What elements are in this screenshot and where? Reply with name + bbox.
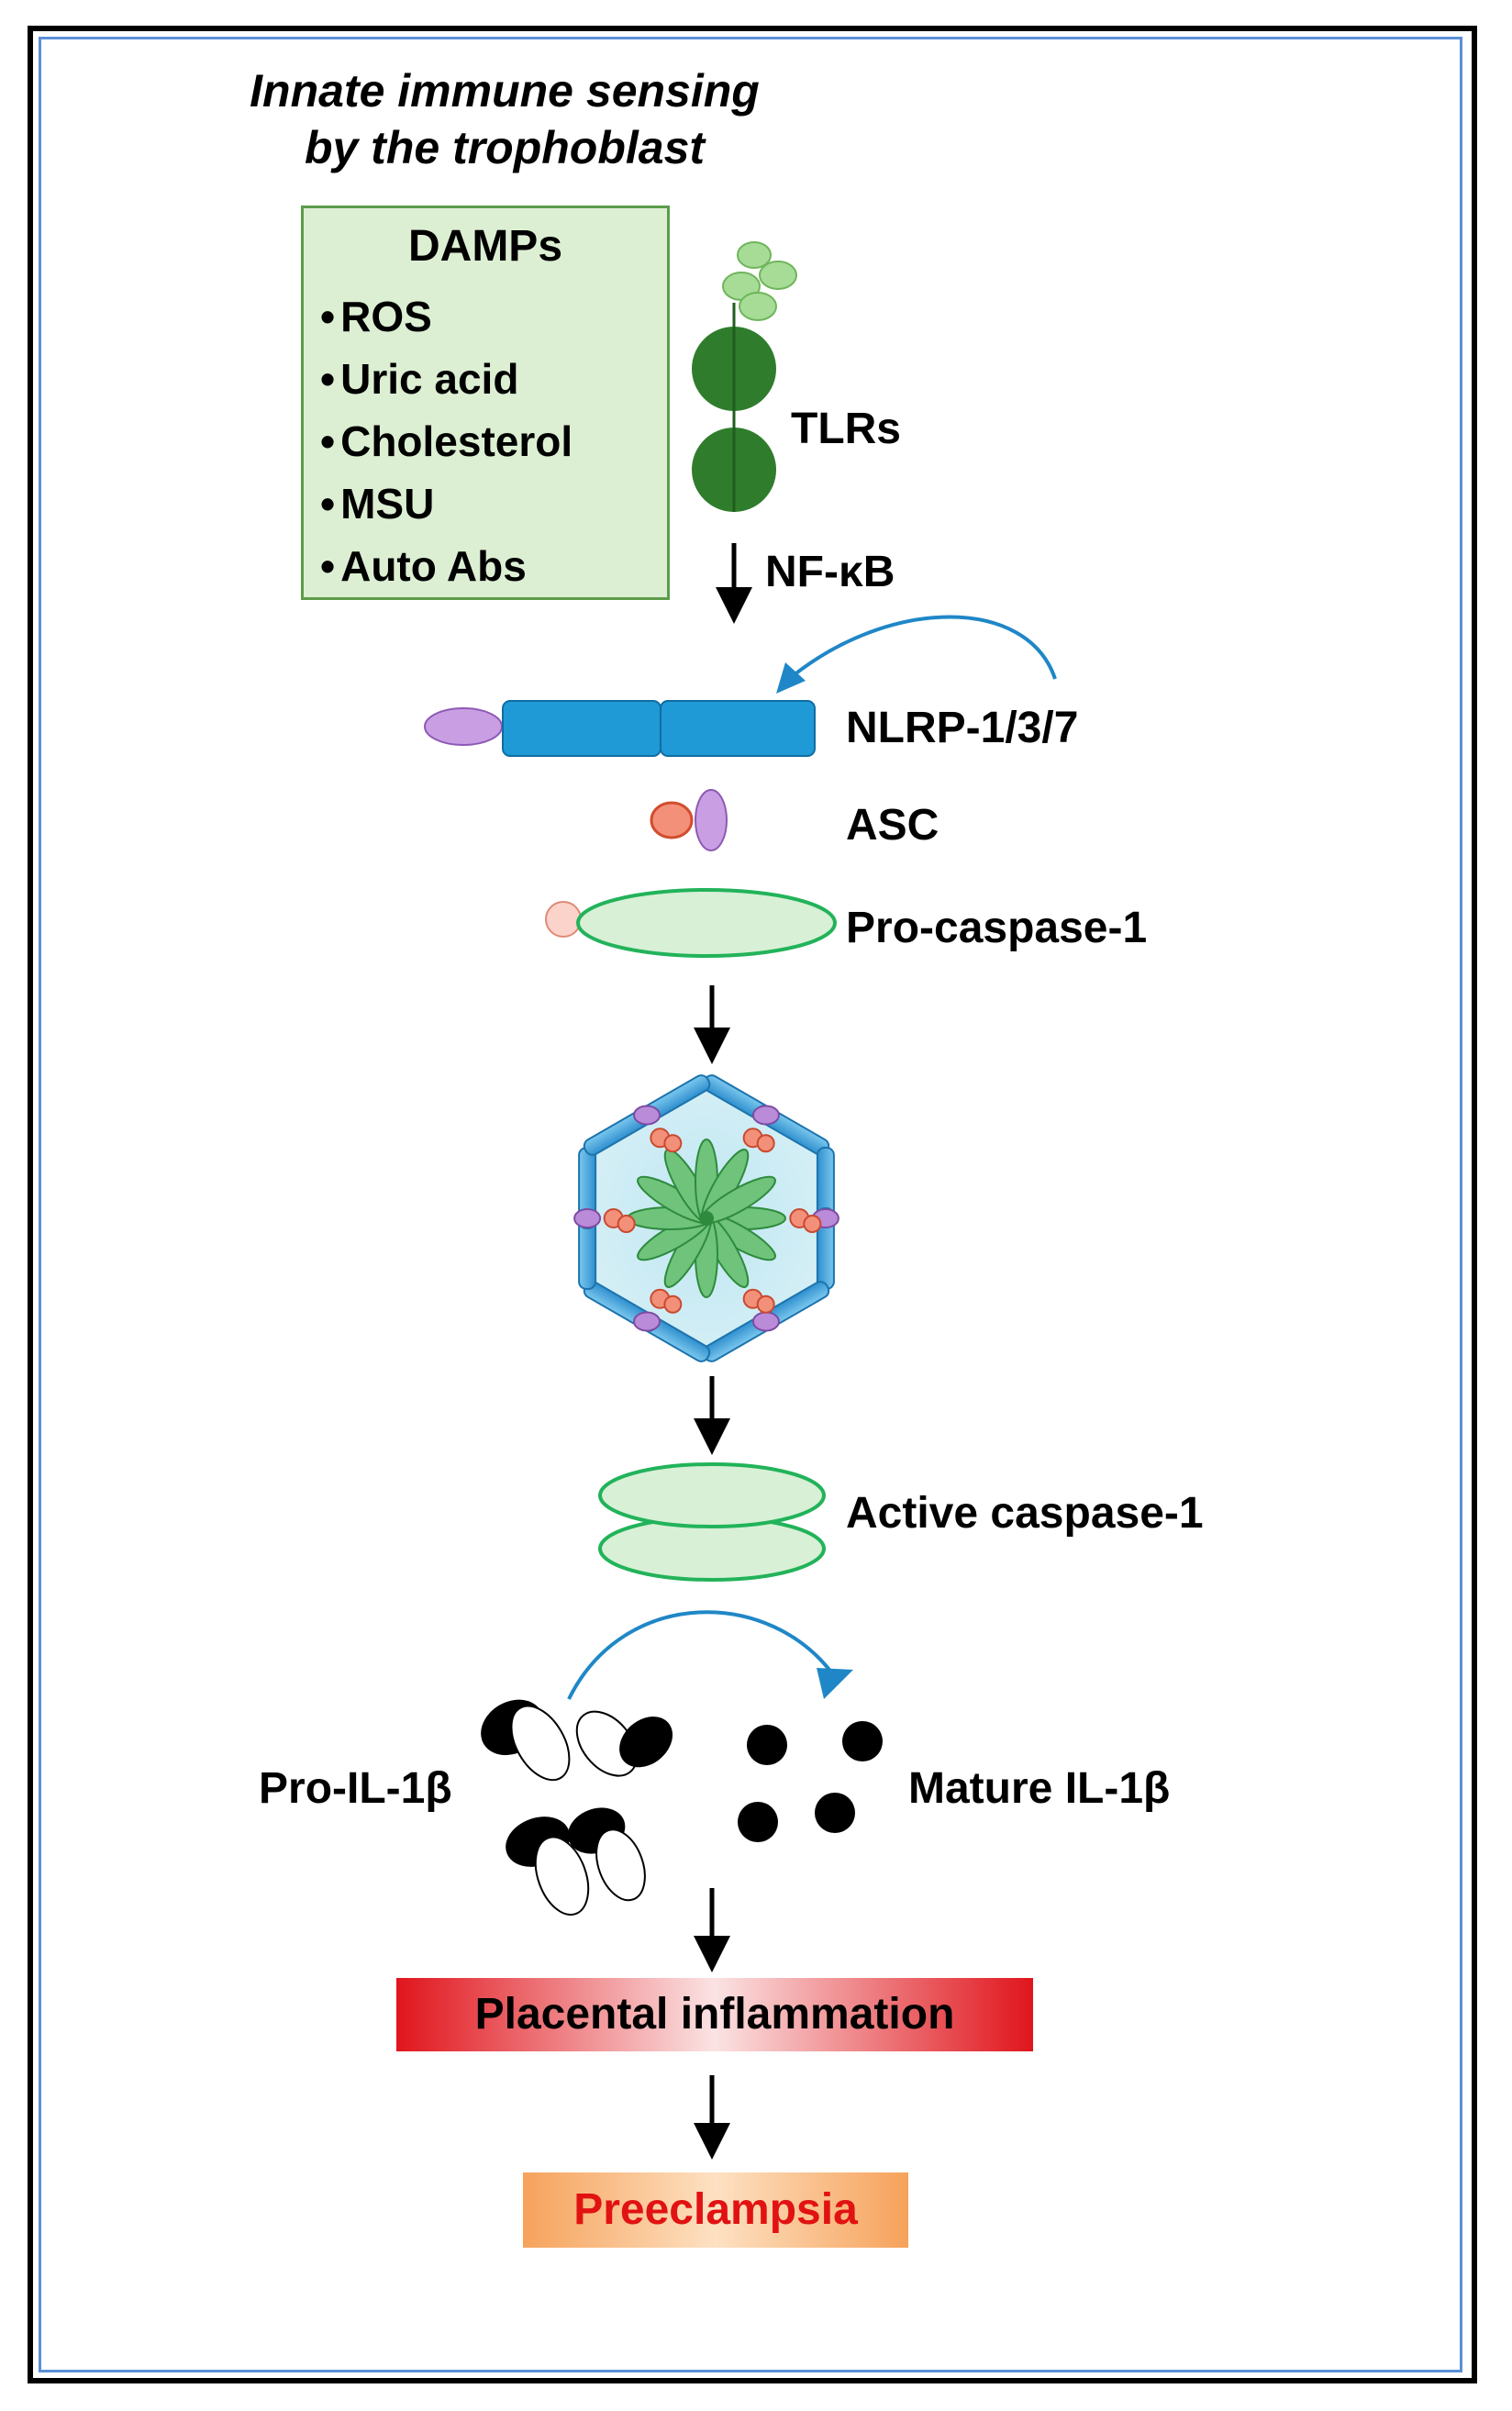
damps-heading: DAMPs	[407, 222, 563, 271]
curved-arrow-nlrp	[787, 615, 1057, 681]
mature-il1b-label: Mature IL-1β	[908, 1764, 1171, 1813]
damps-item: Cholesterol	[320, 410, 573, 472]
caspase-spokes	[627, 1139, 786, 1298]
damps-item: Auto Abs	[320, 535, 573, 597]
asc-label: ASC	[846, 801, 939, 850]
active-caspase-1	[598, 1462, 826, 1582]
asc-pyd-node	[573, 1208, 602, 1228]
spoke-hub	[699, 1211, 714, 1226]
asc-pyd-node	[751, 1105, 780, 1126]
asc-adaptor	[650, 789, 728, 851]
asc-pyd-node	[751, 1311, 780, 1332]
asc-pyd-node	[633, 1311, 662, 1332]
asc-pyd-node	[633, 1105, 662, 1126]
nlrp-label: NLRP-1/3/7	[846, 704, 1079, 752]
title-line-2: by the trophoblast	[304, 122, 706, 173]
pro-caspase-1	[545, 888, 837, 958]
asc-card-node	[803, 1215, 822, 1233]
damps-list: ROS Uric acid Cholesterol MSU Auto Abs	[320, 285, 573, 597]
inner-frame	[39, 37, 1462, 2372]
diagram-title: Innate immune sensing by the trophoblast	[165, 62, 844, 176]
asc-card-node	[663, 1134, 683, 1153]
damps-box: DAMPs ROS Uric acid Cholesterol MSU Auto…	[301, 206, 670, 600]
pro-caspase-label: Pro-caspase-1	[846, 904, 1148, 952]
preeclampsia-box: Preeclampsia	[523, 2172, 908, 2248]
asc-nodes	[573, 1105, 839, 1332]
asc-card-node	[617, 1215, 636, 1233]
damps-item: MSU	[320, 472, 573, 535]
asc-card-node	[756, 1134, 775, 1153]
pro-il1b-label: Pro-IL-1β	[259, 1764, 452, 1813]
asc-card-node	[756, 1294, 775, 1314]
tlrs-label: TLRs	[791, 405, 901, 453]
title-line-1: Innate immune sensing	[250, 65, 760, 117]
cleavage-arrow	[567, 1610, 837, 1700]
damps-item: ROS	[320, 285, 573, 348]
asc-card-node	[663, 1294, 683, 1314]
inflammasome-complex	[573, 1074, 839, 1362]
nlrp-protein	[424, 700, 816, 757]
nfkb-label: NF-κB	[765, 548, 895, 596]
pro-il1b-group	[481, 1699, 673, 1917]
tlr-receptor	[692, 241, 797, 512]
active-caspase-label: Active caspase-1	[846, 1489, 1204, 1538]
mature-il1b-group	[738, 1721, 883, 1842]
damps-item: Uric acid	[320, 348, 573, 410]
outer-frame	[28, 26, 1477, 2383]
placental-inflammation-box: Placental inflammation	[396, 1978, 1033, 2051]
